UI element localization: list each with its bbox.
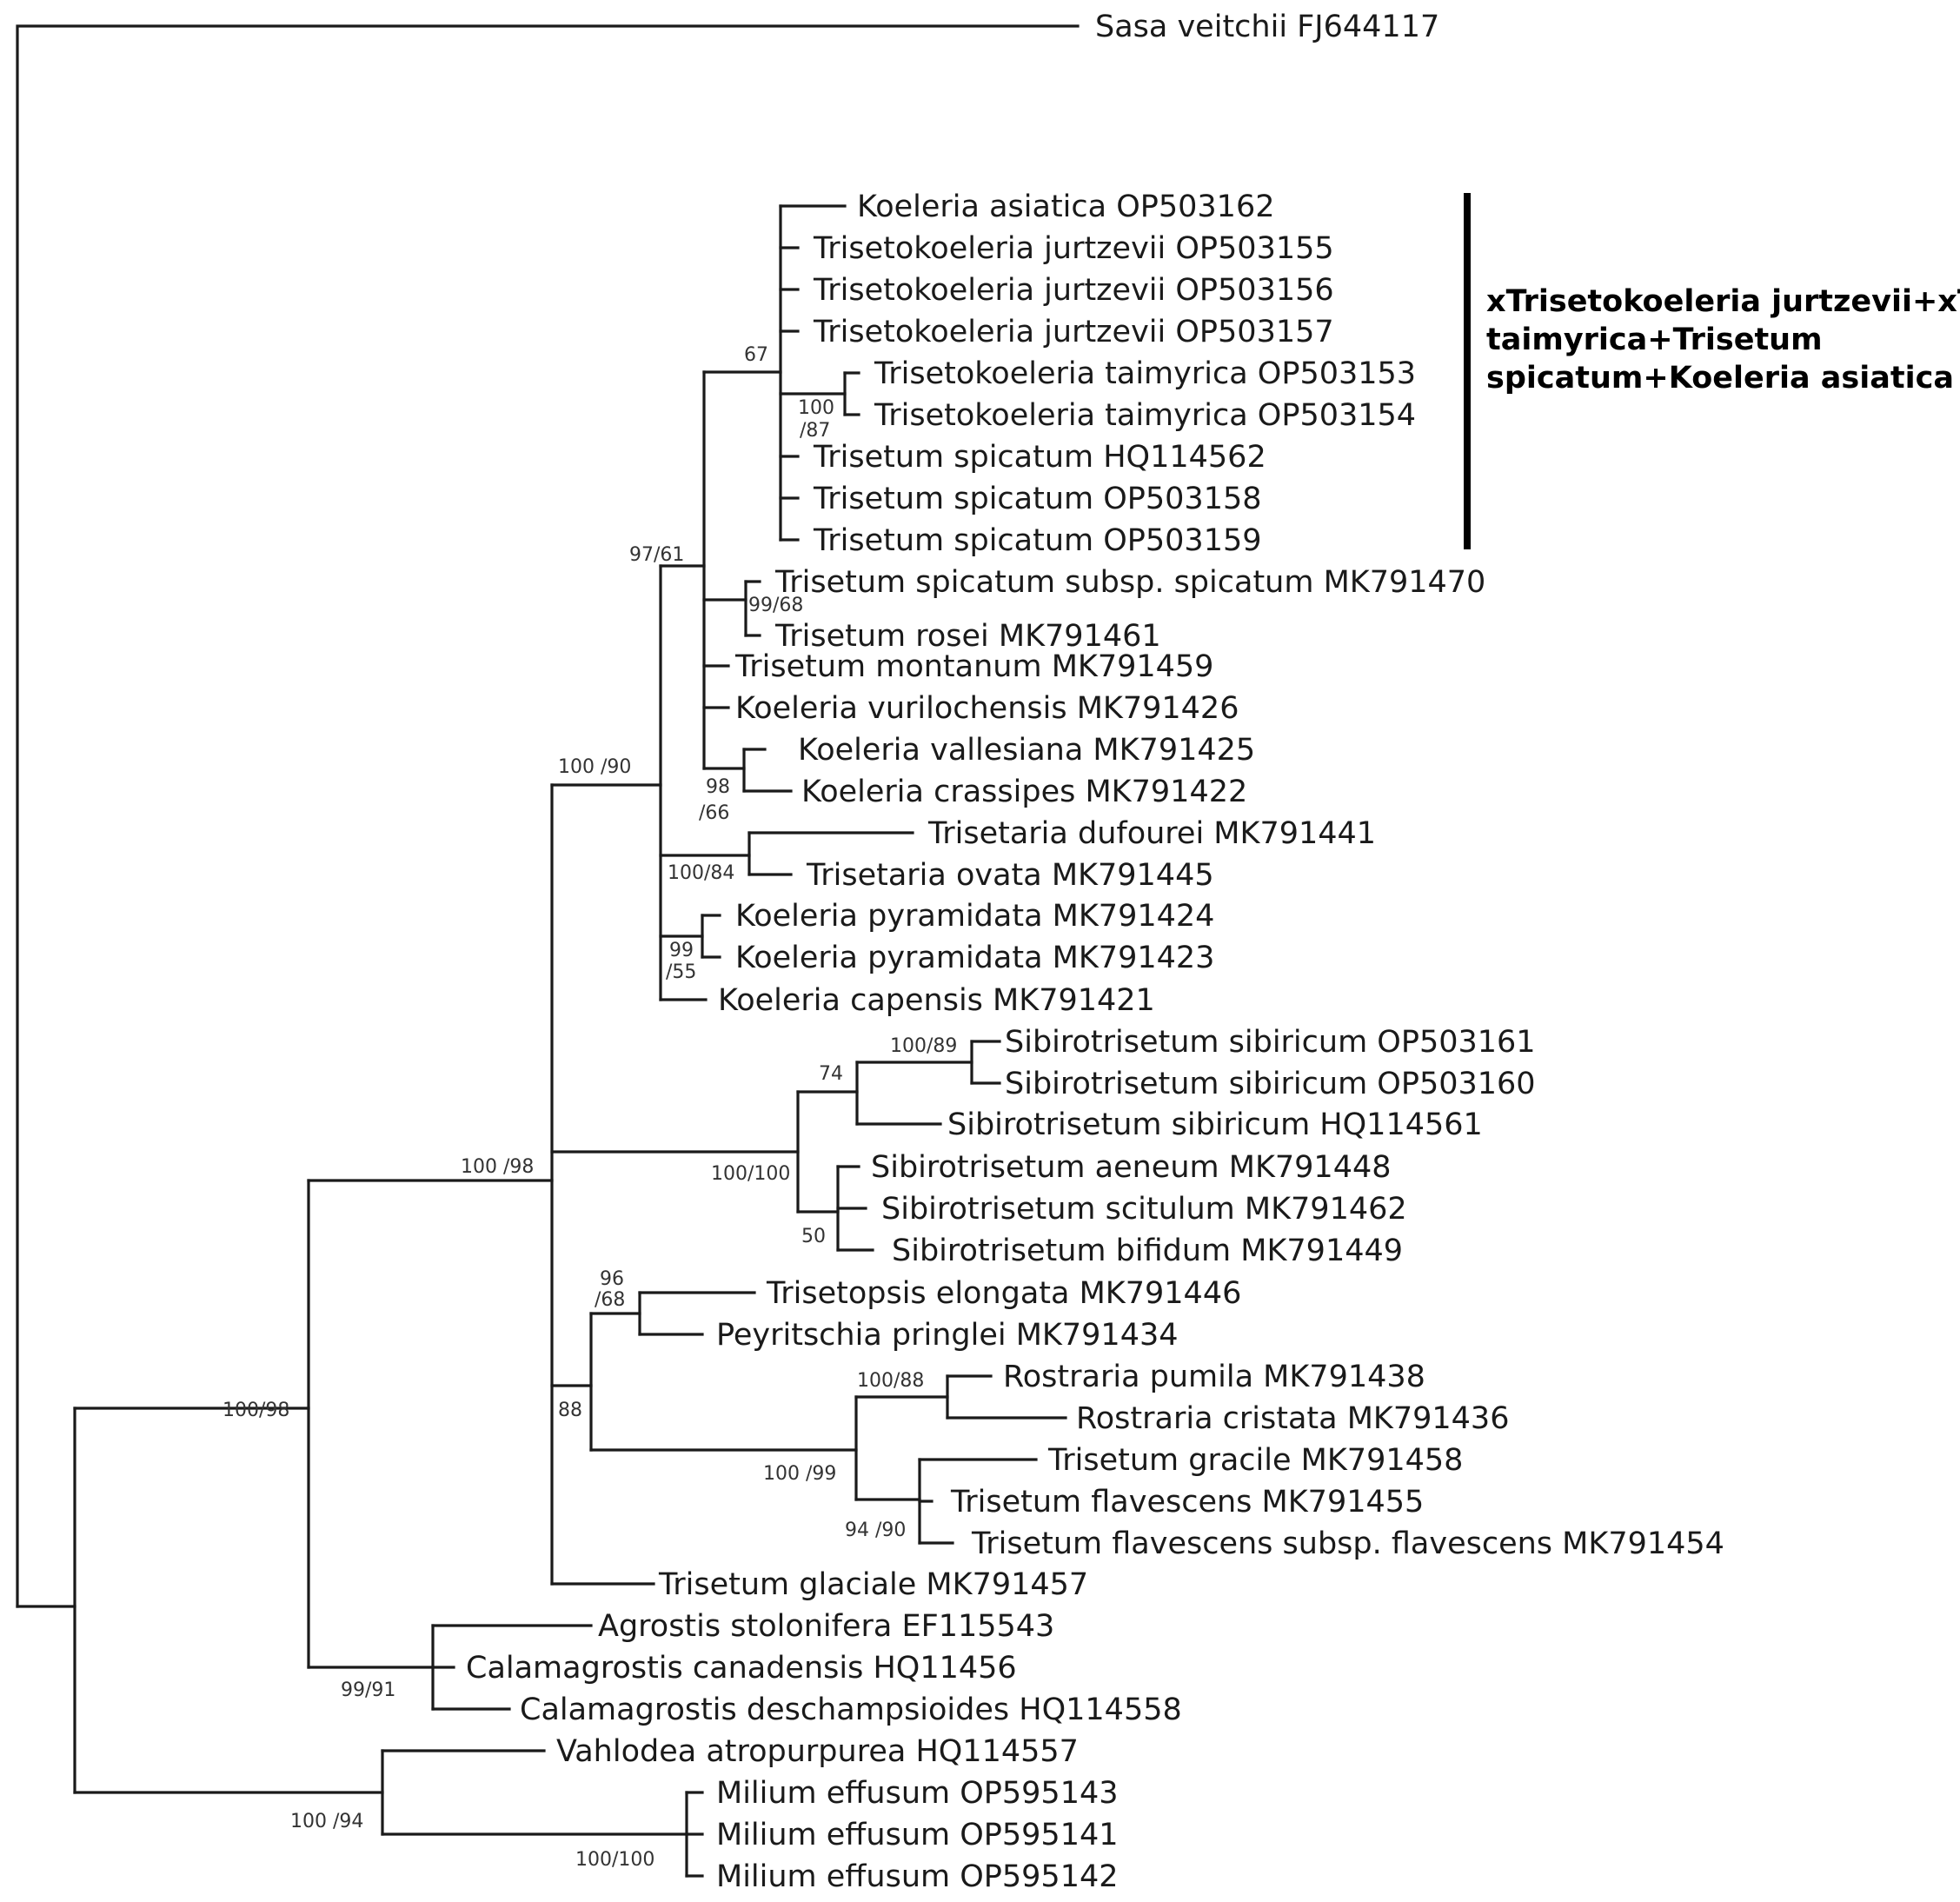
taxon-label: Koeleria asiatica OP503162 — [857, 190, 1274, 224]
support-value: 100 /99 — [763, 1463, 836, 1485]
taxon-label: Trisetum rosei MK791461 — [774, 619, 1161, 654]
support-value: 100 /98 — [461, 1156, 534, 1178]
support-value: 100/88 — [857, 1370, 924, 1392]
taxon-label: Koeleria pyramidata MK791424 — [735, 899, 1214, 934]
support-value: 94 /90 — [845, 1520, 906, 1541]
taxon-label: Sibirotrisetum scitulum MK791462 — [881, 1192, 1407, 1227]
taxon-label: Sibirotrisetum sibiricum OP503161 — [1005, 1025, 1536, 1060]
taxon-label: Trisetokoeleria jurtzevii OP503156 — [813, 273, 1334, 308]
support-value: 88 — [558, 1400, 582, 1421]
clade-label-line: xTrisetokoeleria jurtzevii+xT. — [1486, 284, 1960, 319]
support-value: 67 — [744, 344, 768, 366]
clade-label-line: taimyrica+Trisetum — [1486, 323, 1823, 357]
taxon-label: Koeleria vurilochensis MK791426 — [735, 691, 1239, 726]
taxon-label: Trisetum spicatum subsp. spicatum MK7914… — [774, 565, 1485, 600]
support-value: 99 — [669, 940, 694, 961]
taxon-label: Trisetaria ovata MK791445 — [806, 858, 1214, 893]
taxon-label: Koeleria crassipes MK791422 — [801, 775, 1247, 809]
support-value: /68 — [595, 1289, 625, 1311]
support-value: 98 — [706, 776, 730, 798]
taxon-label: Sasa veitchii FJ644117 — [1095, 10, 1439, 44]
support-value: /87 — [800, 420, 830, 442]
taxon-label: Calamagrostis canadensis HQ11456 — [466, 1651, 1017, 1686]
support-value: /55 — [666, 961, 696, 983]
taxon-label: Trisetum spicatum HQ114562 — [813, 440, 1266, 475]
taxon-label: Sibirotrisetum sibiricum OP503160 — [1005, 1067, 1536, 1101]
support-value: 100/100 — [711, 1163, 790, 1185]
taxon-label: Vahlodea atropurpurea HQ114557 — [556, 1734, 1079, 1769]
taxon-label: Trisetokoeleria taimyrica OP503153 — [874, 356, 1416, 391]
support-value: 96 — [600, 1268, 624, 1290]
support-value: 100/89 — [890, 1035, 957, 1057]
taxon-label: Sibirotrisetum sibiricum HQ114561 — [947, 1107, 1483, 1142]
taxon-label: Trisetum spicatum OP503158 — [813, 482, 1262, 516]
tree-branches — [16, 24, 1080, 1878]
taxon-label: Koeleria vallesiana MK791425 — [798, 733, 1255, 768]
support-value: /66 — [699, 802, 729, 824]
support-value: 50 — [801, 1226, 826, 1247]
taxon-label: Agrostis stolonifera EF115543 — [598, 1609, 1054, 1644]
taxon-label: Trisetum flavescens subsp. flavescens MK… — [971, 1526, 1724, 1561]
support-value: 100 /94 — [290, 1811, 363, 1832]
taxon-label: Trisetum spicatum OP503159 — [813, 523, 1262, 558]
clade-label-line: spicatum+Koeleria asiatica — [1486, 361, 1954, 396]
taxon-label: Rostraria pumila MK791438 — [1003, 1360, 1425, 1394]
taxon-label: Trisetum gracile MK791458 — [1047, 1443, 1463, 1478]
branch — [16, 24, 1080, 1608]
support-value: 74 — [819, 1063, 843, 1085]
support-value: 100/98 — [223, 1400, 289, 1421]
taxon-label: Milium effusum OP595143 — [716, 1776, 1119, 1811]
taxon-label: Koeleria capensis MK791421 — [718, 983, 1155, 1018]
taxon-label: Trisetaria dufourei MK791441 — [927, 816, 1376, 851]
taxon-label: Milium effusum OP595142 — [716, 1859, 1119, 1894]
taxon-label: Sibirotrisetum aeneum MK791448 — [871, 1150, 1392, 1185]
taxon-label: Trisetokoeleria jurtzevii OP503157 — [813, 315, 1334, 349]
taxon-label: Sibirotrisetum bifidum MK791449 — [892, 1234, 1403, 1268]
clade-annotation: xTrisetokoeleria jurtzevii+xT. taimyrica… — [1464, 193, 1960, 549]
taxon-label: Trisetum glaciale MK791457 — [658, 1567, 1088, 1602]
taxon-label: Trisetum flavescens MK791455 — [950, 1485, 1424, 1520]
taxon-label: Rostraria cristata MK791436 — [1076, 1401, 1509, 1436]
taxon-label: Trisetokoeleria taimyrica OP503154 — [874, 398, 1416, 433]
taxon-label: Koeleria pyramidata MK791423 — [735, 941, 1214, 975]
support-value: 100 /90 — [558, 756, 631, 778]
taxon-label: Calamagrostis deschampsioides HQ114558 — [520, 1693, 1182, 1727]
taxon-label: Trisetokoeleria jurtzevii OP503155 — [813, 231, 1334, 266]
support-values: 67 100 /87 97/61 99/68 98 /66 100 /90 10… — [223, 344, 957, 1871]
taxon-label: Peyritschia pringlei MK791434 — [716, 1318, 1179, 1353]
taxon-label: Trisetopsis elongata MK791446 — [766, 1276, 1241, 1311]
taxon-labels: Sasa veitchii FJ644117 Koeleria asiatica… — [466, 10, 1724, 1894]
support-value: 99/91 — [341, 1679, 395, 1701]
support-value: 100/84 — [668, 862, 734, 884]
taxon-label: Trisetum montanum MK791459 — [734, 649, 1213, 684]
support-value: 97/61 — [629, 544, 684, 566]
support-value: 99/68 — [748, 595, 803, 616]
support-value: 100 — [798, 397, 834, 419]
support-value: 100/100 — [575, 1849, 654, 1871]
taxon-label: Milium effusum OP595141 — [716, 1818, 1119, 1852]
